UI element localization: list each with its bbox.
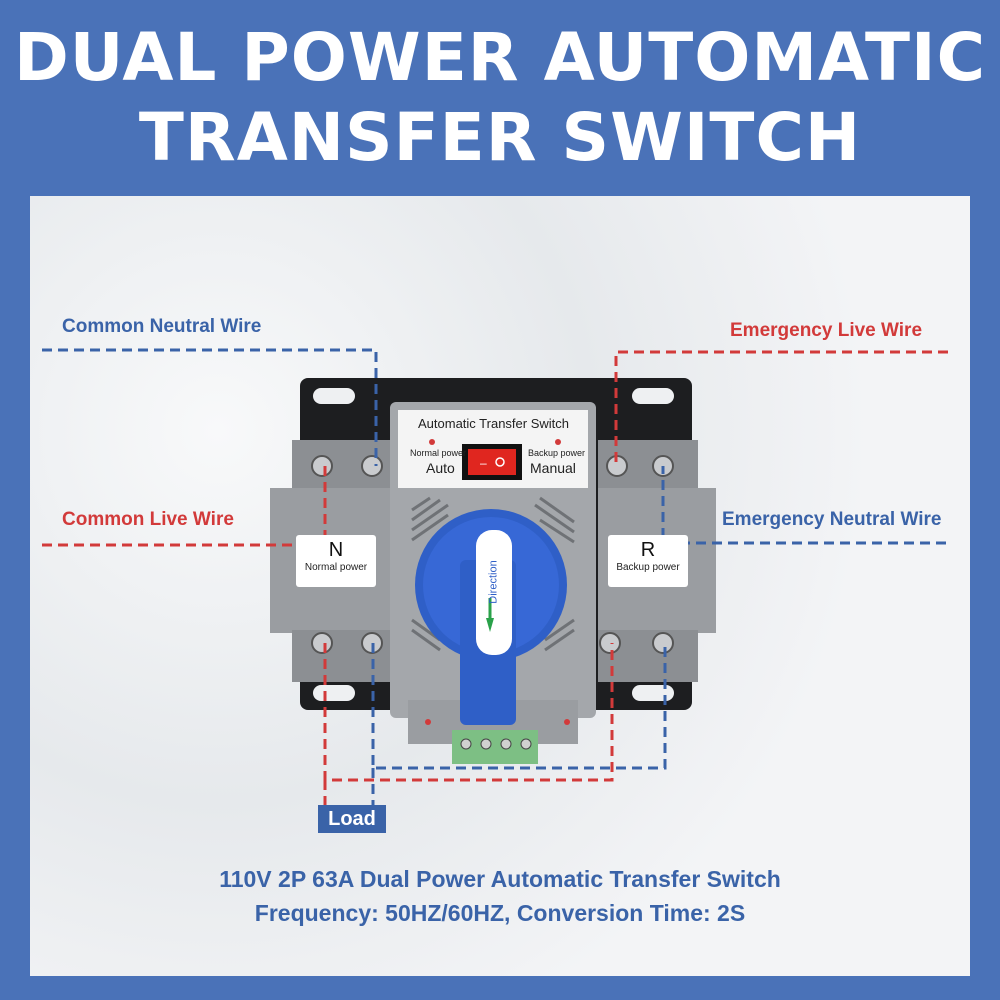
rocker-red — [468, 449, 516, 475]
emergency-live-label: Emergency Live Wire — [730, 320, 923, 341]
emergency-live-wire — [614, 350, 948, 466]
load-badge: Load — [318, 805, 386, 833]
backup-power-plate: R Backup power — [608, 535, 688, 587]
manual-label: Manual — [530, 460, 576, 476]
mount-slot-top-right — [632, 388, 674, 404]
backup-plate-text: Backup power — [616, 562, 680, 573]
screw-top-2 — [361, 455, 383, 477]
device-name: Automatic Transfer Switch — [418, 416, 569, 431]
page-title-line1: DUAL POWER AUTOMATIC — [13, 19, 987, 96]
product-photo-panel — [30, 196, 970, 976]
backup-plate-letter: R — [640, 539, 656, 561]
mount-slot-bottom-right — [632, 685, 674, 701]
rocker-off-symbol: – — [480, 456, 487, 470]
page-title-line2: TRANSFER SWITCH — [138, 99, 862, 176]
screw-bottom-4 — [652, 632, 674, 654]
normal-power-plate: N Normal power — [296, 535, 376, 587]
emergency-neutral-label: Emergency Neutral Wire — [722, 509, 942, 530]
screw-top-1 — [311, 455, 333, 477]
handle-direction-label: Direction — [487, 560, 500, 604]
normal-plate-text: Normal power — [304, 562, 368, 573]
backup-power-indicator-label: Backup power — [528, 448, 586, 458]
handle-label — [476, 530, 512, 655]
caption-line1: 110V 2P 63A Dual Power Automatic Transfe… — [219, 866, 781, 892]
direction-arrow — [486, 618, 494, 632]
live-output-wire — [323, 643, 614, 782]
screw-bottom-3 — [599, 632, 621, 654]
screw-bottom-1 — [311, 632, 333, 654]
common-neutral-label: Common Neutral Wire — [62, 316, 262, 337]
rocker-on-symbol — [495, 457, 505, 467]
normal-plate-letter: N — [328, 539, 344, 561]
caption-line2: Frequency: 50HZ/60HZ, Conversion Time: 2… — [254, 900, 746, 926]
backup-power-led — [555, 439, 561, 445]
mount-slot-bottom-left — [313, 685, 355, 701]
normal-power-led — [429, 439, 435, 445]
auto-label: Auto — [426, 460, 455, 476]
mount-slot-top-left — [313, 388, 355, 404]
normal-power-indicator-label: Normal power — [410, 448, 467, 458]
common-live-label: Common Live Wire — [62, 509, 234, 530]
